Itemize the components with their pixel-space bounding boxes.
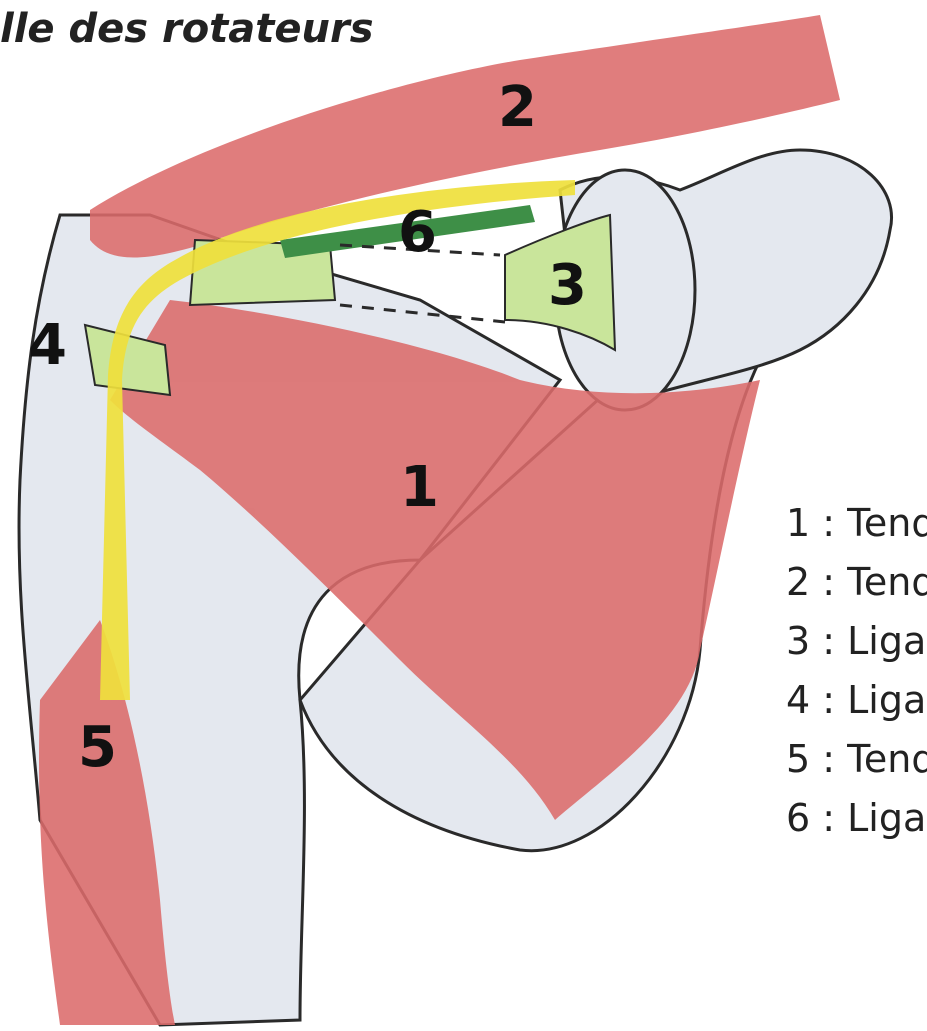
legend-item-3: 3 : Liga	[786, 616, 927, 675]
label-3: 3	[548, 258, 587, 314]
label-1: 1	[400, 460, 439, 516]
legend-item-4: 4 : Liga	[786, 675, 927, 734]
label-2: 2	[498, 80, 537, 136]
label-6: 6	[398, 205, 437, 261]
legend-item-6: 6 : Liga	[786, 793, 927, 852]
page-title: lle des rotateurs	[0, 6, 374, 52]
label-5: 5	[78, 720, 117, 776]
legend-item-5: 5 : Tend	[786, 734, 927, 793]
label-4: 4	[28, 318, 67, 374]
legend-item-1: 1 : Tend	[786, 498, 927, 557]
legend-item-2: 2 : Tend	[786, 557, 927, 616]
legend: 1 : Tend 2 : Tend 3 : Liga 4 : Liga 5 : …	[786, 498, 927, 852]
